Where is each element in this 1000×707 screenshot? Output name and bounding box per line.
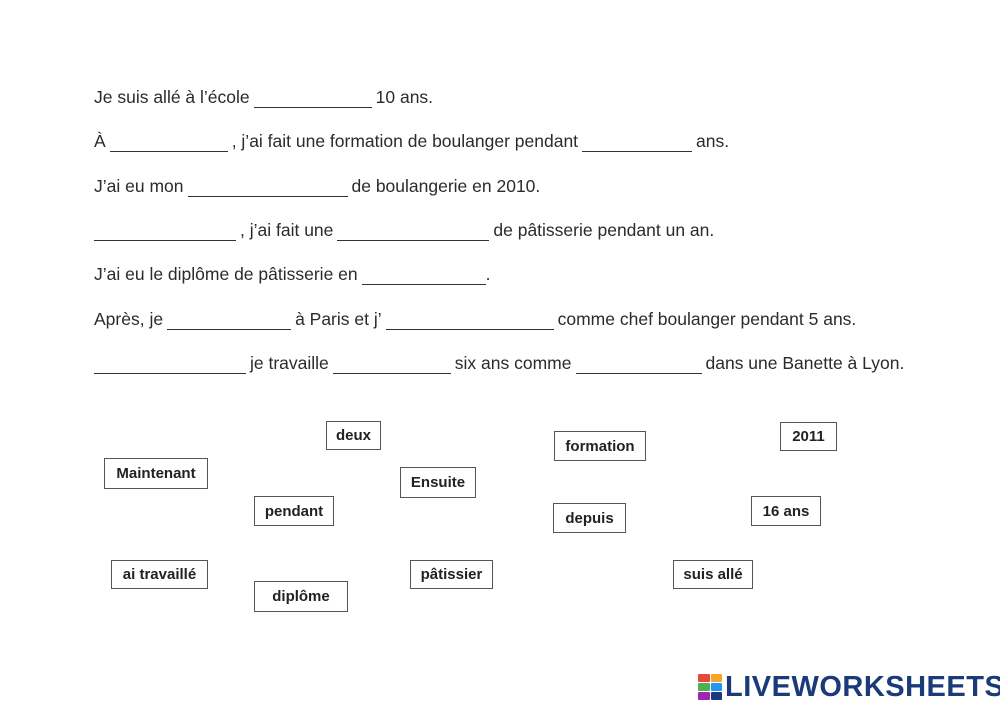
- answer-blank-4[interactable]: [187, 179, 348, 197]
- sentence-text: , j’ai fait une: [240, 220, 334, 240]
- sentence-text: comme chef boulanger pendant 5 ans.: [557, 309, 857, 329]
- sentence-text: Je suis allé à l’école: [94, 87, 250, 107]
- sentence-5: J’ai eu le diplôme de pâtisserie en .: [94, 263, 491, 285]
- sentence-text: dans une Banette à Lyon.: [705, 353, 905, 373]
- sentence-text: à Paris et j’: [295, 309, 382, 329]
- sentence-3: J’ai eu mon de boulangerie en 2010.: [94, 175, 540, 197]
- word-chip-2011[interactable]: 2011: [780, 422, 837, 451]
- sentence-text: J’ai eu le diplôme de pâtisserie en: [94, 264, 358, 284]
- word-chip-ai-travaille[interactable]: ai travaillé: [111, 560, 208, 589]
- answer-blank-12[interactable]: [575, 356, 702, 374]
- sentence-text: six ans comme: [454, 353, 572, 373]
- sentence-text: .: [485, 264, 491, 284]
- word-chip-ensuite[interactable]: Ensuite: [400, 467, 476, 498]
- word-chip-diplome[interactable]: diplôme: [254, 581, 348, 612]
- sentence-text: Après, je: [94, 309, 164, 329]
- sentence-1: Je suis allé à l’école 10 ans.: [94, 86, 433, 108]
- sentence-text: J’ai eu mon: [94, 176, 184, 196]
- word-chip-patissier[interactable]: pâtissier: [410, 560, 493, 589]
- sentence-7: je travaille six ans comme dans une Bane…: [94, 352, 904, 374]
- sentence-text: À: [94, 131, 106, 151]
- answer-blank-1[interactable]: [253, 90, 372, 108]
- word-chip-suis-alle[interactable]: suis allé: [673, 560, 753, 589]
- word-chip-pendant[interactable]: pendant: [254, 496, 334, 526]
- sentence-text: 10 ans.: [375, 87, 434, 107]
- sentence-2: À , j’ai fait une formation de boulanger…: [94, 130, 729, 152]
- sentence-text: , j’ai fait une formation de boulanger p…: [231, 131, 579, 151]
- word-chip-formation[interactable]: formation: [554, 431, 646, 461]
- answer-blank-9[interactable]: [385, 312, 554, 330]
- answer-blank-11[interactable]: [332, 356, 451, 374]
- answer-blank-5[interactable]: [94, 223, 236, 241]
- sentence-text: je travaille: [250, 353, 329, 373]
- answer-blank-6[interactable]: [337, 223, 490, 241]
- answer-blank-8[interactable]: [167, 312, 292, 330]
- answer-blank-2[interactable]: [109, 134, 228, 152]
- sentence-text: de boulangerie en 2010.: [351, 176, 541, 196]
- answer-blank-3[interactable]: [582, 134, 693, 152]
- sentence-4: , j’ai fait une de pâtisserie pendant un…: [94, 219, 714, 241]
- word-chip-deux[interactable]: deux: [326, 421, 381, 450]
- sentence-text: de pâtisserie pendant un an.: [493, 220, 715, 240]
- logo-text: LIVEWORKSHEETS: [725, 671, 1000, 703]
- word-chip-16-ans[interactable]: 16 ans: [751, 496, 821, 526]
- sentence-text: ans.: [696, 131, 730, 151]
- liveworksheets-logo: LIVEWORKSHEETS: [698, 672, 1000, 702]
- word-chip-depuis[interactable]: depuis: [553, 503, 626, 533]
- answer-blank-10[interactable]: [94, 356, 246, 374]
- logo-blocks-icon: [698, 674, 722, 700]
- word-chip-maintenant[interactable]: Maintenant: [104, 458, 208, 489]
- sentence-6: Après, je à Paris et j’ comme chef boula…: [94, 308, 856, 330]
- answer-blank-7[interactable]: [361, 267, 486, 285]
